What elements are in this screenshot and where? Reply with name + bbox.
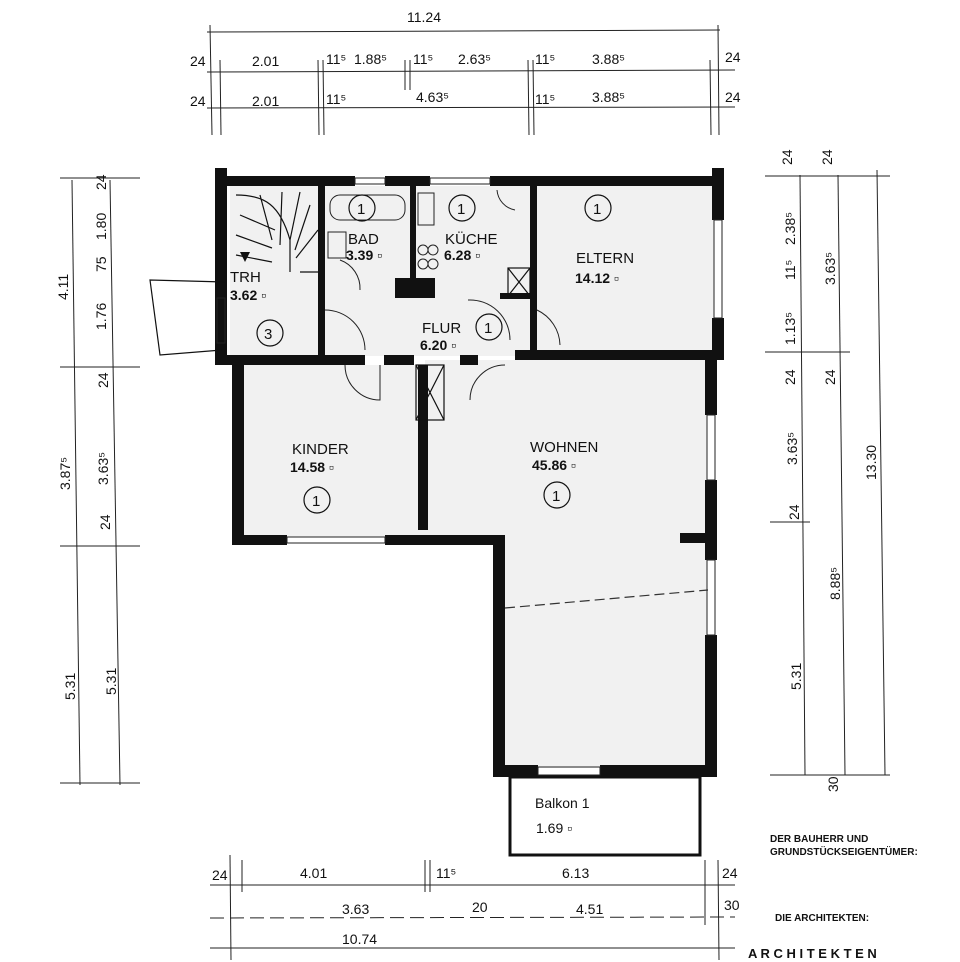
dim-label: 6.13: [562, 865, 589, 881]
room-area-wohnen: 45.86 ▫: [532, 457, 576, 473]
dim-label: 3.63⁵: [822, 252, 838, 285]
room-number-wohnen: 1: [552, 488, 560, 505]
room-area-kinder: 14.58 ▫: [290, 459, 334, 475]
dim-label: 5.31: [62, 673, 78, 700]
dim-label: 20: [472, 899, 488, 915]
room-name-kueche: KÜCHE: [445, 230, 498, 248]
room-name-flur: FLUR: [422, 320, 461, 337]
stairs-icon: [235, 191, 319, 273]
dim-label: 5.31: [788, 663, 804, 690]
dim-label: 24: [779, 149, 795, 165]
room-number-bad: 1: [357, 201, 365, 218]
dim-label: 4.01: [300, 865, 327, 881]
dim-label: 4.51: [576, 901, 603, 917]
room-name-eltern: ELTERN: [576, 250, 634, 267]
dim-label: 2.01: [252, 53, 279, 69]
room-name-bad: BAD: [348, 231, 379, 248]
dim-label: 1.13⁵: [782, 312, 798, 345]
dim-label: 3.87⁵: [57, 457, 73, 490]
dim-label: 11⁵: [436, 865, 456, 881]
dim-label: 11⁵: [782, 260, 798, 280]
room-name-kinder: KINDER: [292, 441, 349, 458]
room-area-kueche: 6.28 ▫: [444, 247, 480, 263]
room-number-eltern: 1: [593, 201, 601, 218]
dim-label: 3.63⁵: [784, 432, 800, 465]
dim-label: 24: [212, 867, 228, 883]
floor-areas: [230, 186, 714, 768]
dim-label: 4.63⁵: [416, 89, 449, 105]
dim-label: 24: [190, 53, 206, 69]
dim-label: 2.63⁵: [458, 51, 491, 67]
dim-label: 11⁵: [535, 51, 555, 67]
dim-label: 24: [93, 174, 109, 190]
dim-label: 3.63: [342, 901, 369, 917]
dim-label: 2.01: [252, 93, 279, 109]
dim-label: 4.11: [55, 274, 71, 300]
room-area-trh: 3.62 ▫: [230, 287, 266, 303]
dim-label: 3.88⁵: [592, 89, 625, 105]
dim-label: 1.76: [93, 303, 109, 330]
dim-label: 24: [786, 504, 802, 520]
architects-stamp: A R C H I T E K T E N: [748, 946, 877, 961]
dim-label: 1.80: [93, 213, 109, 240]
dim-label: 11⁵: [413, 51, 433, 67]
dim-label: 13.30: [863, 445, 879, 480]
dim-label: 75: [93, 256, 109, 272]
dim-label: 11⁵: [326, 91, 346, 107]
walls: [215, 168, 724, 777]
dim-label: 5.31: [103, 668, 119, 695]
dim-label: 3.88⁵: [592, 51, 625, 67]
room-labels: TRH 3.62 ▫ 3 BAD 3.39 ▫ 1 KÜCHE 6.28 ▫ 1…: [230, 194, 634, 836]
dim-bottom-total: 10.74: [342, 931, 377, 947]
room-number-kueche: 1: [457, 201, 465, 218]
dim-label: 30: [724, 897, 740, 913]
dim-label: 11⁵: [326, 51, 346, 67]
room-name-balkon: Balkon 1: [535, 795, 590, 811]
owner-label-line2: GRUNDSTÜCKSEIGENTÜMER:: [770, 845, 918, 858]
dim-label: 24: [782, 369, 798, 385]
room-name-wohnen: WOHNEN: [530, 439, 598, 456]
room-number-flur: 1: [484, 320, 492, 337]
dim-label: 24: [95, 372, 111, 388]
room-number-trh: 3: [264, 326, 272, 343]
room-area-flur: 6.20 ▫: [420, 337, 456, 353]
room-name-trh: TRH: [230, 269, 261, 286]
dim-label: 24: [822, 369, 838, 385]
room-number-kinder: 1: [312, 493, 320, 510]
dim-label: 24: [190, 93, 206, 109]
architects-label: DIE ARCHITEKTEN:: [775, 913, 869, 924]
dim-label: 24: [722, 865, 738, 881]
dim-label: 24: [819, 149, 835, 165]
room-area-eltern: 14.12 ▫: [575, 270, 619, 286]
dim-label: 11⁵: [535, 91, 555, 107]
dim-label: 2.38⁵: [782, 212, 798, 245]
owner-label: DER BAUHERR UND: [770, 834, 868, 845]
dim-label: 3.63⁵: [95, 452, 111, 485]
dim-label: 24: [725, 89, 741, 105]
dimension-lines: [60, 24, 890, 961]
room-area-balkon: 1.69 ▫: [536, 820, 572, 836]
dim-label: 30: [825, 776, 841, 792]
dim-label: 8.88⁵: [827, 567, 843, 600]
dimension-labels: 11.24 24 2.01 11⁵ 1.88⁵ 11⁵ 2.63⁵ 11⁵ 3.…: [55, 9, 879, 947]
room-area-bad: 3.39 ▫: [346, 247, 382, 263]
dim-label: 24: [97, 514, 113, 530]
fixtures: [149, 177, 723, 857]
dim-label: 24: [725, 49, 741, 65]
dim-label: 1.88⁵: [354, 51, 387, 67]
signature-block: DER BAUHERR UND GRUNDSTÜCKSEIGENTÜMER: D…: [748, 834, 918, 961]
dim-top-total: 11.24: [407, 9, 441, 25]
